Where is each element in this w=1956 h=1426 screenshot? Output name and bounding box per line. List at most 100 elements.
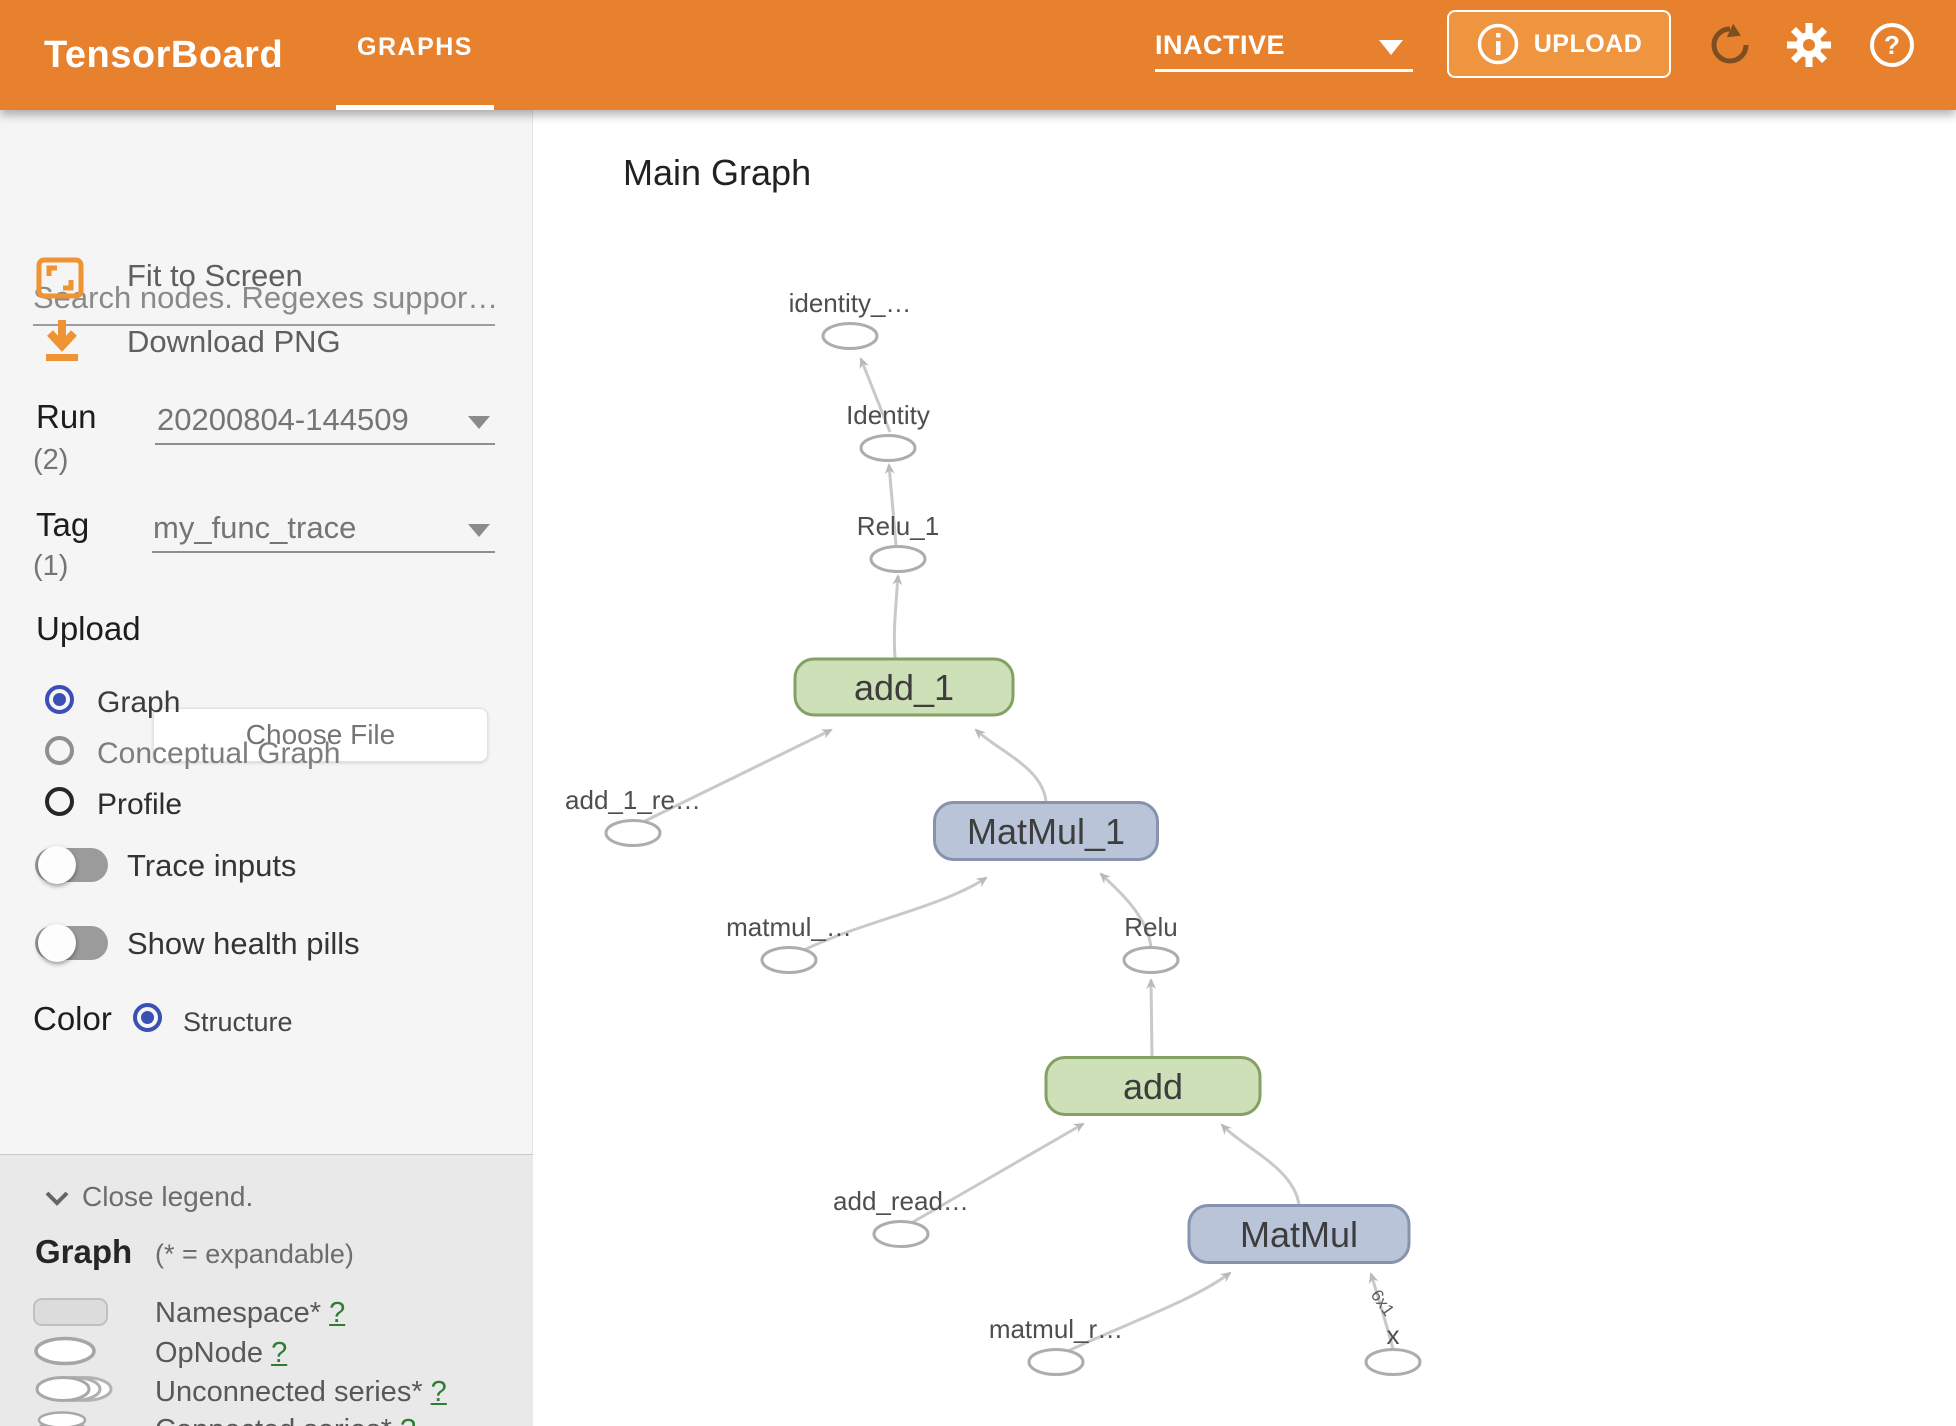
graph-node-matmul_r[interactable]: matmul_r… — [989, 1314, 1123, 1376]
legend-item-namespace: Namespace* ? — [155, 1297, 346, 1329]
graph-node-add_1_re[interactable]: add_1_re… — [565, 785, 701, 847]
download-icon[interactable] — [40, 316, 84, 364]
tag-label: Tag — [36, 506, 90, 543]
main-graph-title: Main Graph — [623, 152, 812, 193]
sidebar: Fit to Screen Download PNG Run (2) 20200… — [0, 110, 533, 1426]
graph-edge-Relu-MatMul_1 — [1099, 872, 1153, 948]
graph-node-label: add — [1123, 1066, 1183, 1107]
unconnected-series-swatch — [35, 1376, 113, 1402]
color-structure-label: Structure — [183, 1007, 293, 1037]
run-count: (2) — [33, 444, 69, 476]
fit-to-screen-button[interactable]: Fit to Screen — [127, 258, 303, 293]
graph-edge-x-MatMul — [1368, 1272, 1395, 1350]
app-logo: TensorBoard — [44, 33, 284, 76]
run-underline — [155, 443, 495, 445]
status-select-value: INACTIVE — [1155, 30, 1286, 60]
color-structure-radio[interactable] — [133, 1003, 162, 1032]
graph-edge-matmul_-MatMul_1 — [801, 876, 988, 953]
graph-node-matmul_[interactable]: matmul_… — [726, 912, 852, 974]
graph-node-label: MatMul_1 — [967, 811, 1125, 852]
fit-to-screen-icon[interactable] — [36, 254, 84, 302]
graph-node-label: identity_… — [789, 288, 912, 318]
svg-text:?: ? — [1884, 30, 1900, 60]
namespace-swatch — [33, 1298, 108, 1326]
help-icon[interactable]: ? — [1868, 21, 1916, 69]
graph-node-label: matmul_… — [726, 912, 852, 942]
graph-canvas[interactable]: 6x1 identity_… Identity Relu_1 add_1 add… — [530, 110, 1956, 1426]
graph-edge-add_1_re-add_1 — [644, 728, 833, 823]
radio-graph-label[interactable]: Graph — [97, 686, 181, 719]
tag-underline — [152, 551, 495, 553]
graph-node-label: Relu — [1124, 912, 1177, 942]
graph-node-label: add_read… — [833, 1186, 969, 1216]
graph-node-label: MatMul — [1240, 1214, 1358, 1255]
graph-edge-MatMul_1-add_1 — [974, 728, 1048, 803]
tag-count: (1) — [33, 550, 69, 582]
graph-node-x[interactable]: x — [1364, 1320, 1422, 1376]
graph-node-label: add_1 — [854, 667, 954, 708]
settings-gear-icon[interactable] — [1785, 21, 1833, 69]
caret-down-icon — [1379, 40, 1403, 55]
upload-button-label: UPLOAD — [1533, 29, 1643, 58]
connected-series-help-link[interactable]: ? — [400, 1414, 416, 1426]
graph-node-Identity[interactable]: Identity — [846, 400, 930, 462]
tab-graphs[interactable]: GRAPHS — [336, 0, 494, 110]
graph-node-label: Identity — [846, 400, 930, 430]
legend-panel: Close legend. Graph (* = expandable) Nam… — [0, 1154, 533, 1426]
graph-node-add_1[interactable]: add_1 — [793, 657, 1015, 717]
graph-node-MatMul[interactable]: MatMul — [1187, 1204, 1411, 1264]
tag-caret-icon[interactable] — [468, 524, 490, 537]
trace-inputs-toggle-thumb[interactable] — [38, 846, 76, 884]
edge-shape-label: 6x1 — [1367, 1286, 1398, 1319]
graph-node-Relu_1[interactable]: Relu_1 — [857, 511, 939, 573]
opnode-help-link[interactable]: ? — [271, 1337, 288, 1369]
graph-node-MatMul_1[interactable]: MatMul_1 — [933, 801, 1159, 861]
graph-node-add[interactable]: add — [1044, 1056, 1262, 1116]
upload-label: Upload — [36, 610, 141, 647]
graph-edge-add-Relu — [1146, 978, 1157, 1058]
radio-profile[interactable] — [45, 787, 74, 816]
legend-note: (* = expandable) — [155, 1239, 354, 1269]
legend-heading: Graph — [35, 1233, 133, 1270]
chevron-down-icon[interactable] — [45, 1191, 69, 1206]
health-pills-label: Show health pills — [127, 926, 360, 961]
status-select[interactable]: INACTIVE — [1155, 24, 1413, 72]
trace-inputs-label: Trace inputs — [127, 848, 297, 883]
namespace-help-link[interactable]: ? — [329, 1297, 346, 1329]
graph-node-label: matmul_r… — [989, 1314, 1123, 1344]
radio-graph[interactable] — [45, 685, 74, 714]
graph-edge-Identity-identity — [859, 357, 892, 433]
graph-edge-add_1-Relu_1 — [892, 574, 903, 659]
active-tab-underline — [336, 105, 494, 110]
close-legend-button[interactable]: Close legend. — [82, 1181, 254, 1212]
graph-node-add_read[interactable]: add_read… — [833, 1186, 969, 1248]
radio-conceptual-graph[interactable] — [45, 736, 74, 765]
legend-item-unconnected-series: Unconnected series* ? — [155, 1376, 447, 1408]
radio-conceptual-graph-label[interactable]: Conceptual Graph — [97, 737, 341, 770]
graph-node-label: add_1_re… — [565, 785, 701, 815]
graph-node-label: x — [1387, 1320, 1400, 1350]
graph-node-Relu[interactable]: Relu — [1122, 912, 1180, 974]
legend-item-connected-series: Connected series* ? — [155, 1414, 416, 1426]
tag-select[interactable]: my_func_trace — [153, 510, 357, 545]
graph-edge-Relu_1-Identity — [884, 463, 898, 546]
choose-file-button[interactable]: Choose File — [153, 708, 488, 762]
refresh-icon[interactable] — [1706, 21, 1754, 69]
connected-series-swatch — [37, 1411, 87, 1426]
upload-button[interactable]: UPLOAD — [1447, 10, 1671, 78]
legend-item-opnode: OpNode ? — [155, 1337, 288, 1369]
run-caret-icon[interactable] — [468, 416, 490, 429]
graph-node-label: Relu_1 — [857, 511, 939, 541]
graph-node-identity-out[interactable]: identity_… — [789, 288, 912, 350]
download-png-button[interactable]: Download PNG — [127, 324, 341, 359]
graph-edge-add_read-add — [912, 1122, 1085, 1224]
radio-profile-label[interactable]: Profile — [97, 788, 183, 821]
app-toolbar: TensorBoard GRAPHS INACTIVE UPLOAD — [0, 0, 1956, 110]
search-input[interactable] — [33, 272, 495, 326]
color-label: Color — [33, 1000, 112, 1037]
info-icon — [1477, 23, 1518, 65]
health-pills-toggle-thumb[interactable] — [38, 924, 76, 962]
run-select[interactable]: 20200804-144509 — [157, 402, 409, 437]
unconnected-series-help-link[interactable]: ? — [430, 1376, 447, 1408]
